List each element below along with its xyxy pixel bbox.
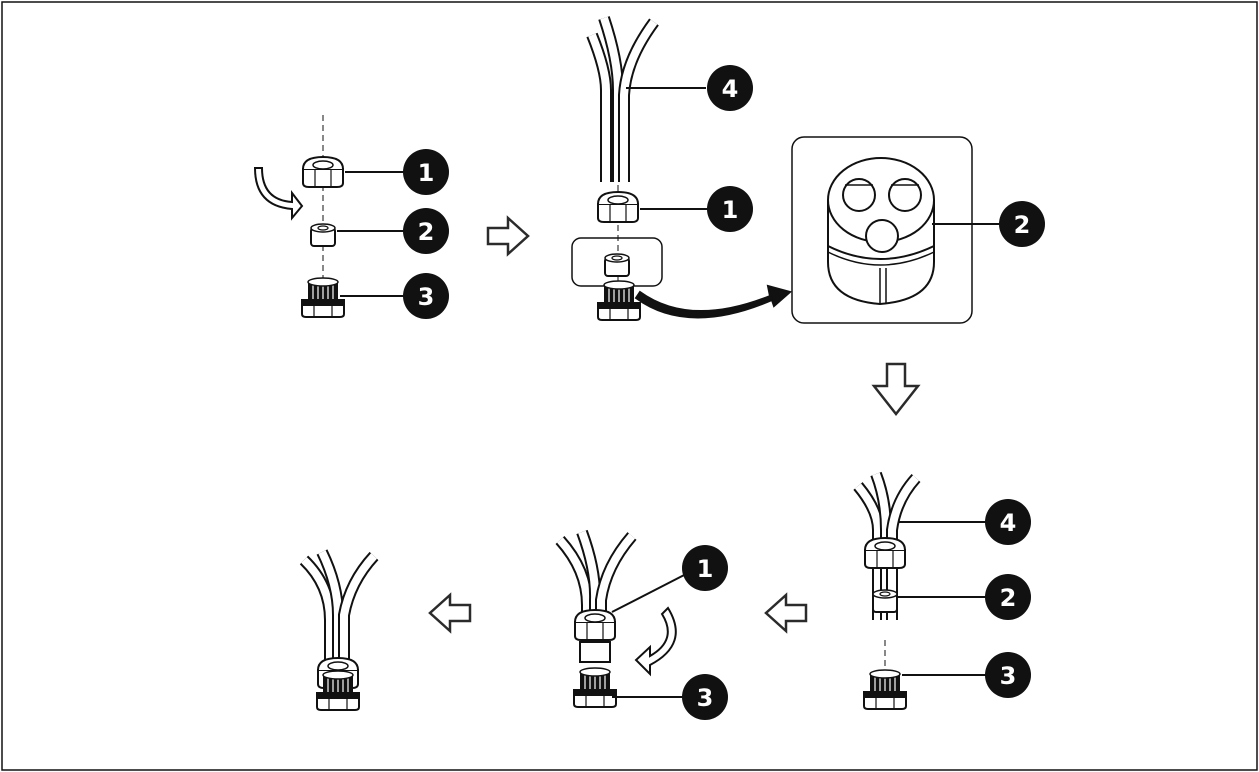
seal-detail-view: 2 xyxy=(791,136,1045,324)
detail-callout-arrow-icon xyxy=(634,284,793,319)
step-1-disassembled: 1 2 3 xyxy=(253,115,449,319)
callout-badge: 1 xyxy=(403,149,449,195)
callout-number: 4 xyxy=(722,75,739,103)
cap-nut xyxy=(597,191,639,223)
gland-body xyxy=(316,670,360,711)
cable-icon xyxy=(586,16,659,182)
callout-number: 3 xyxy=(1000,662,1017,690)
callout-badge: 4 xyxy=(985,499,1031,545)
callout-number: 1 xyxy=(697,555,714,583)
callout-badge: 1 xyxy=(707,186,753,232)
rotation-arrow-icon xyxy=(253,167,304,221)
callout-badge: 2 xyxy=(403,208,449,254)
gland-body xyxy=(863,669,907,710)
next-step-arrow-icon xyxy=(428,593,472,633)
gland-body xyxy=(301,277,345,318)
cable-hole xyxy=(842,178,876,212)
callout-badge: 3 xyxy=(403,273,449,319)
cable-icon xyxy=(299,549,379,660)
seal-ring xyxy=(310,223,336,247)
seal-ring xyxy=(604,253,630,277)
step-3-threaded: 4 2 3 xyxy=(853,471,1031,710)
callout-badge: 2 xyxy=(985,574,1031,620)
callout-badge: 4 xyxy=(707,65,753,111)
seal-ring xyxy=(872,589,898,613)
leader-line xyxy=(611,571,691,613)
callout-badge: 3 xyxy=(985,652,1031,698)
gland-body xyxy=(597,280,641,321)
cable-icon xyxy=(853,471,921,620)
callout-number: 1 xyxy=(722,196,739,224)
step-2-insert-cable: 4 1 xyxy=(571,16,793,321)
callout-number: 2 xyxy=(418,218,435,246)
cap-nut xyxy=(302,156,344,188)
step-4-tighten: 1 3 xyxy=(555,529,728,720)
cable-hole xyxy=(865,219,899,253)
callout-number: 2 xyxy=(1000,584,1017,612)
next-step-arrow-icon xyxy=(486,216,530,256)
down-arrow-icon xyxy=(871,362,921,417)
callout-number: 1 xyxy=(418,159,435,187)
cap-nut xyxy=(574,609,616,641)
callout-number: 2 xyxy=(1014,211,1031,239)
callout-number: 3 xyxy=(697,684,714,712)
cap-nut xyxy=(864,537,906,569)
cable-icon xyxy=(555,529,637,640)
callout-badge: 2 xyxy=(999,201,1045,247)
cable-hole xyxy=(888,178,922,212)
callout-number: 3 xyxy=(418,283,435,311)
callout-badge: 3 xyxy=(682,674,728,720)
next-step-arrow-icon xyxy=(764,593,808,633)
callout-badge: 1 xyxy=(682,545,728,591)
gland-body xyxy=(573,667,617,708)
step-5-assembled xyxy=(299,549,379,711)
rotation-arrow-icon xyxy=(634,606,677,677)
callout-number: 4 xyxy=(1000,509,1017,537)
